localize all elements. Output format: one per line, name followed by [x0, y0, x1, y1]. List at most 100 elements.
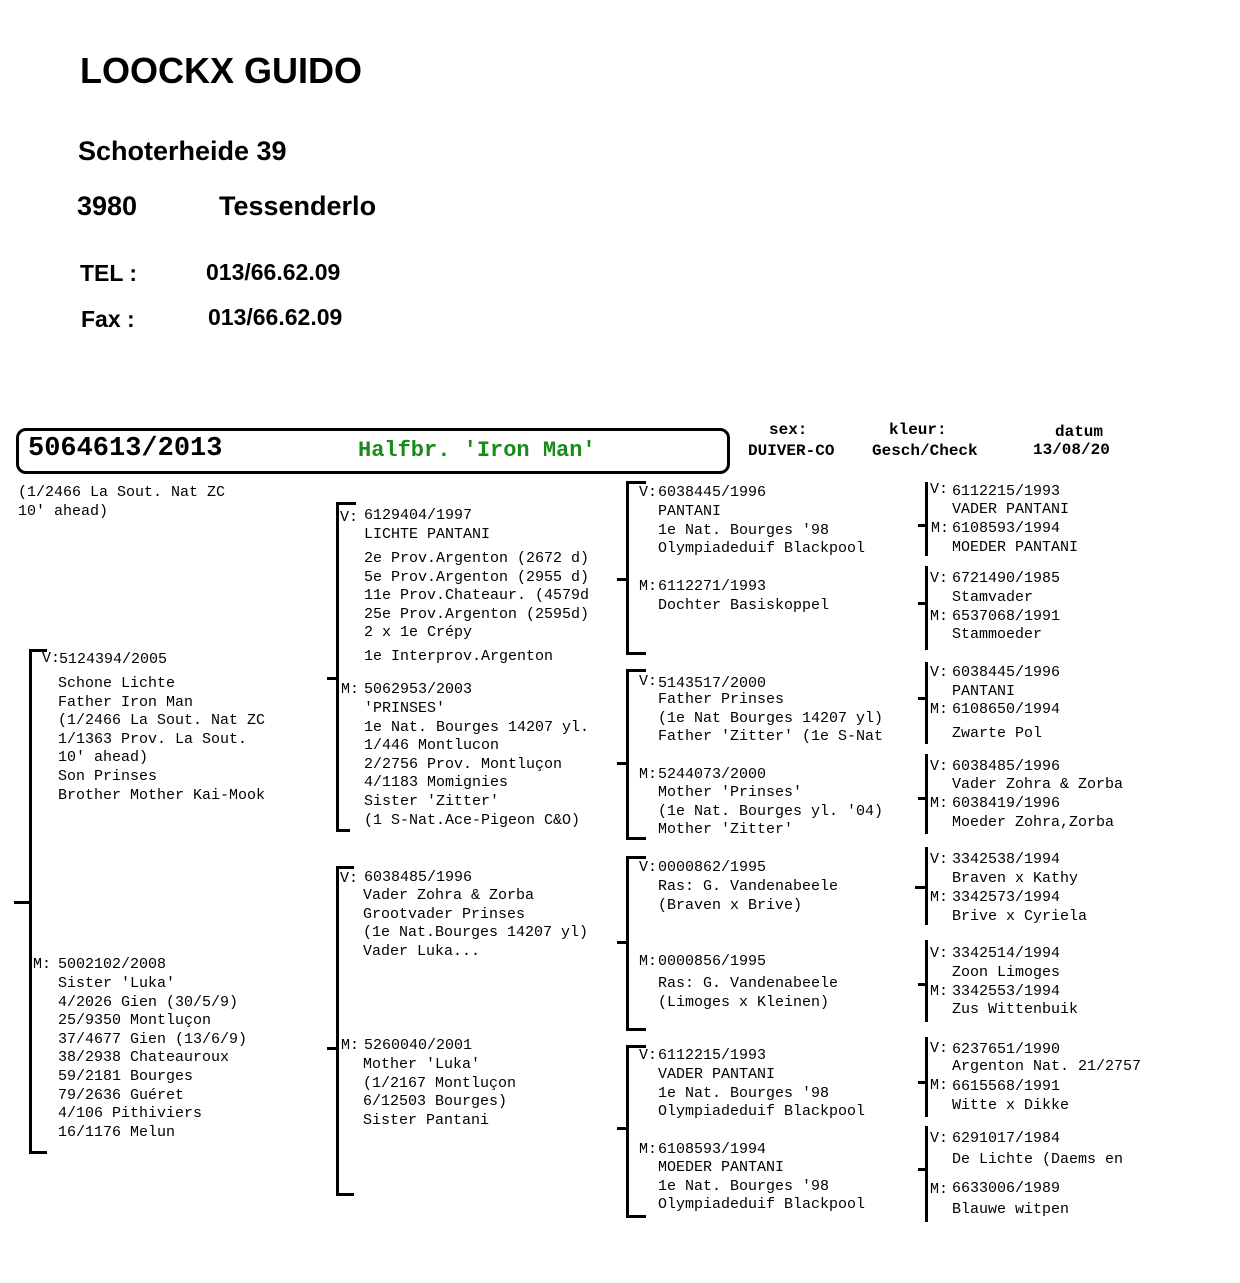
- bracket-gen4-4: [925, 754, 928, 834]
- gen3-6-ring: 0000856/1995: [658, 953, 767, 970]
- bracket-gen3-1-top: [626, 481, 646, 484]
- gen4-7-ring: 6038485/1996: [952, 758, 1061, 775]
- fax-value: 013/66.62.09: [208, 304, 343, 330]
- bracket-gen2-sire: [336, 502, 339, 832]
- gen4-7-text: Vader Zohra & Zorba: [952, 776, 1124, 793]
- gen1-dam-ring: 5002102/2008: [58, 956, 167, 973]
- gen3-8-ring: 6108593/1994: [658, 1141, 767, 1158]
- bracket-gen3-4: [626, 1045, 629, 1218]
- bracket-gen3-1-join: [617, 578, 627, 581]
- gen4-13-text: Argenton Nat. 21/2757: [952, 1058, 1142, 1075]
- bracket-gen1: [29, 649, 32, 1154]
- bracket-gen3-3-join: [617, 941, 627, 944]
- gen2-ds-text: Vader Zohra & Zorba Grootvader Prinses (…: [363, 887, 589, 960]
- gen4-15-ring: 6291017/1984: [952, 1130, 1061, 1147]
- gen4-7-label: V:: [930, 758, 949, 775]
- bracket-gen2-dam-bottom: [336, 1193, 354, 1196]
- gen4-3-text: Stamvader: [952, 589, 1034, 606]
- bracket-gen3-2-bottom: [626, 837, 646, 840]
- gen3-2-label: M:: [639, 578, 658, 595]
- bracket-gen4-2-join: [918, 602, 928, 605]
- bracket-gen3-3: [626, 856, 629, 1031]
- gen3-7-ring: 6112215/1993: [658, 1047, 767, 1064]
- gen3-2-ring: 6112271/1993: [658, 578, 767, 595]
- subject-note: (1/2466 La Sout. Nat ZC 10' ahead): [18, 484, 226, 520]
- gen1-sire-ring: 5124394/2005: [59, 651, 168, 668]
- gen3-7-text: VADER PANTANI 1e Nat. Bourges '98 Olympi…: [658, 1066, 866, 1121]
- bracket-gen4-5: [925, 847, 928, 925]
- gen3-5-label: V:: [639, 859, 658, 876]
- gen4-14-label: M:: [930, 1077, 949, 1094]
- gen4-6-label: M:: [930, 701, 949, 718]
- gen4-13-ring: 6237651/1990: [952, 1041, 1061, 1058]
- bracket-gen3-3-bottom: [626, 1028, 646, 1031]
- gen3-1-label: V:: [639, 484, 658, 501]
- bracket-gen2-dam-top: [336, 866, 354, 869]
- gen2-ds-ring: 6038485/1996: [364, 869, 473, 886]
- gen3-6-text: Ras: G. Vandenabeele (Limoges x Kleinen): [658, 975, 839, 1011]
- gen3-5-text: Ras: G. Vandenabeele (Braven x Brive): [658, 878, 839, 914]
- gen4-14-text: Witte x Dikke: [952, 1097, 1070, 1114]
- gen4-8-text: Moeder Zohra,Zorba: [952, 814, 1115, 831]
- gen4-16-text: Blauwe witpen: [952, 1201, 1070, 1218]
- gen3-2-text: Dochter Basiskoppel: [658, 597, 830, 614]
- gen4-9-label: V:: [930, 851, 949, 868]
- gen4-12-ring: 3342553/1994: [952, 983, 1061, 1000]
- gen3-4-ring: 5244073/2000: [658, 766, 767, 783]
- gen4-15-text: De Lichte (Daems en: [952, 1151, 1124, 1168]
- gen4-4-text: Stammoeder: [952, 626, 1043, 643]
- gen4-8-ring: 6038419/1996: [952, 795, 1061, 812]
- bracket-gen2-dam-join: [327, 1047, 337, 1050]
- gen4-8-label: M:: [930, 795, 949, 812]
- gen2-sd-label: M:: [341, 681, 360, 698]
- gen1-dam-label: M:: [33, 956, 52, 973]
- owner-street: Schoterheide 39: [78, 136, 287, 166]
- gen4-9-text: Braven x Kathy: [952, 870, 1079, 887]
- gen4-2-label: M:: [931, 520, 950, 537]
- subject-box: [16, 428, 730, 474]
- gen2-dd-text: Mother 'Luka' (1/2167 Montluçon 6/12503 …: [363, 1056, 517, 1129]
- gen4-5-label: V:: [930, 664, 949, 681]
- bracket-gen4-7: [925, 1037, 928, 1117]
- bracket-gen4-6: [925, 940, 928, 1022]
- gen3-8-text: MOEDER PANTANI 1e Nat. Bourges '98 Olymp…: [658, 1159, 866, 1214]
- bracket-gen4-7-join: [918, 1081, 928, 1084]
- gen3-3-text: Father Prinses (1e Nat Bourges 14207 yl)…: [658, 691, 884, 746]
- sex-label: sex:: [769, 421, 808, 439]
- gen2-ss-text2: 1e Interprov.Argenton: [364, 648, 554, 665]
- bracket-gen4-1: [925, 482, 928, 556]
- gen4-12-label: M:: [930, 983, 949, 1000]
- bracket-gen2-sire-join: [327, 677, 337, 680]
- bracket-gen3-4-join: [617, 1127, 627, 1130]
- gen3-1-ring: 6038445/1996: [658, 484, 767, 501]
- subject-ring: 5064613/2013: [28, 434, 223, 464]
- bracket-gen4-8: [925, 1126, 928, 1222]
- date-label: datum: [1055, 423, 1104, 441]
- gen4-12-text: Zus Wittenbuik: [952, 1001, 1079, 1018]
- gen4-11-ring: 3342514/1994: [952, 945, 1061, 962]
- gen2-ss-text: 2e Prov.Argenton (2672 d) 5e Prov.Argent…: [364, 550, 590, 642]
- tel-label: TEL :: [80, 260, 138, 286]
- gen1-sire-text: Schone Lichte Father Iron Man (1/2466 La…: [58, 675, 266, 804]
- gen2-sd-ring: 5062953/2003: [364, 681, 473, 698]
- gen3-7-label: V:: [639, 1047, 658, 1064]
- gen4-10-ring: 3342573/1994: [952, 889, 1061, 906]
- bracket-gen3-2: [626, 669, 629, 840]
- gen4-3-label: V:: [930, 570, 949, 587]
- bracket-gen4-3-join: [918, 697, 928, 700]
- color-label: kleur:: [889, 421, 947, 439]
- bracket-gen2-sire-bottom: [336, 829, 350, 832]
- gen1-sire-label: V:: [42, 650, 61, 667]
- owner-name: LOOCKX GUIDO: [80, 50, 363, 91]
- bracket-gen4-1-join: [918, 524, 928, 527]
- gen4-9-ring: 3342538/1994: [952, 851, 1061, 868]
- gen2-dd-label: M:: [341, 1037, 360, 1054]
- bracket-gen3-4-bottom: [626, 1215, 646, 1218]
- gen4-1-label: V:: [930, 481, 949, 498]
- bracket-gen4-6-join: [918, 983, 928, 986]
- bracket-gen4-2: [925, 566, 928, 650]
- gen4-16-ring: 6633006/1989: [952, 1180, 1061, 1197]
- bracket-gen1-top: [29, 649, 47, 652]
- tel-value: 013/66.62.09: [206, 259, 341, 285]
- gen4-11-label: V:: [930, 945, 949, 962]
